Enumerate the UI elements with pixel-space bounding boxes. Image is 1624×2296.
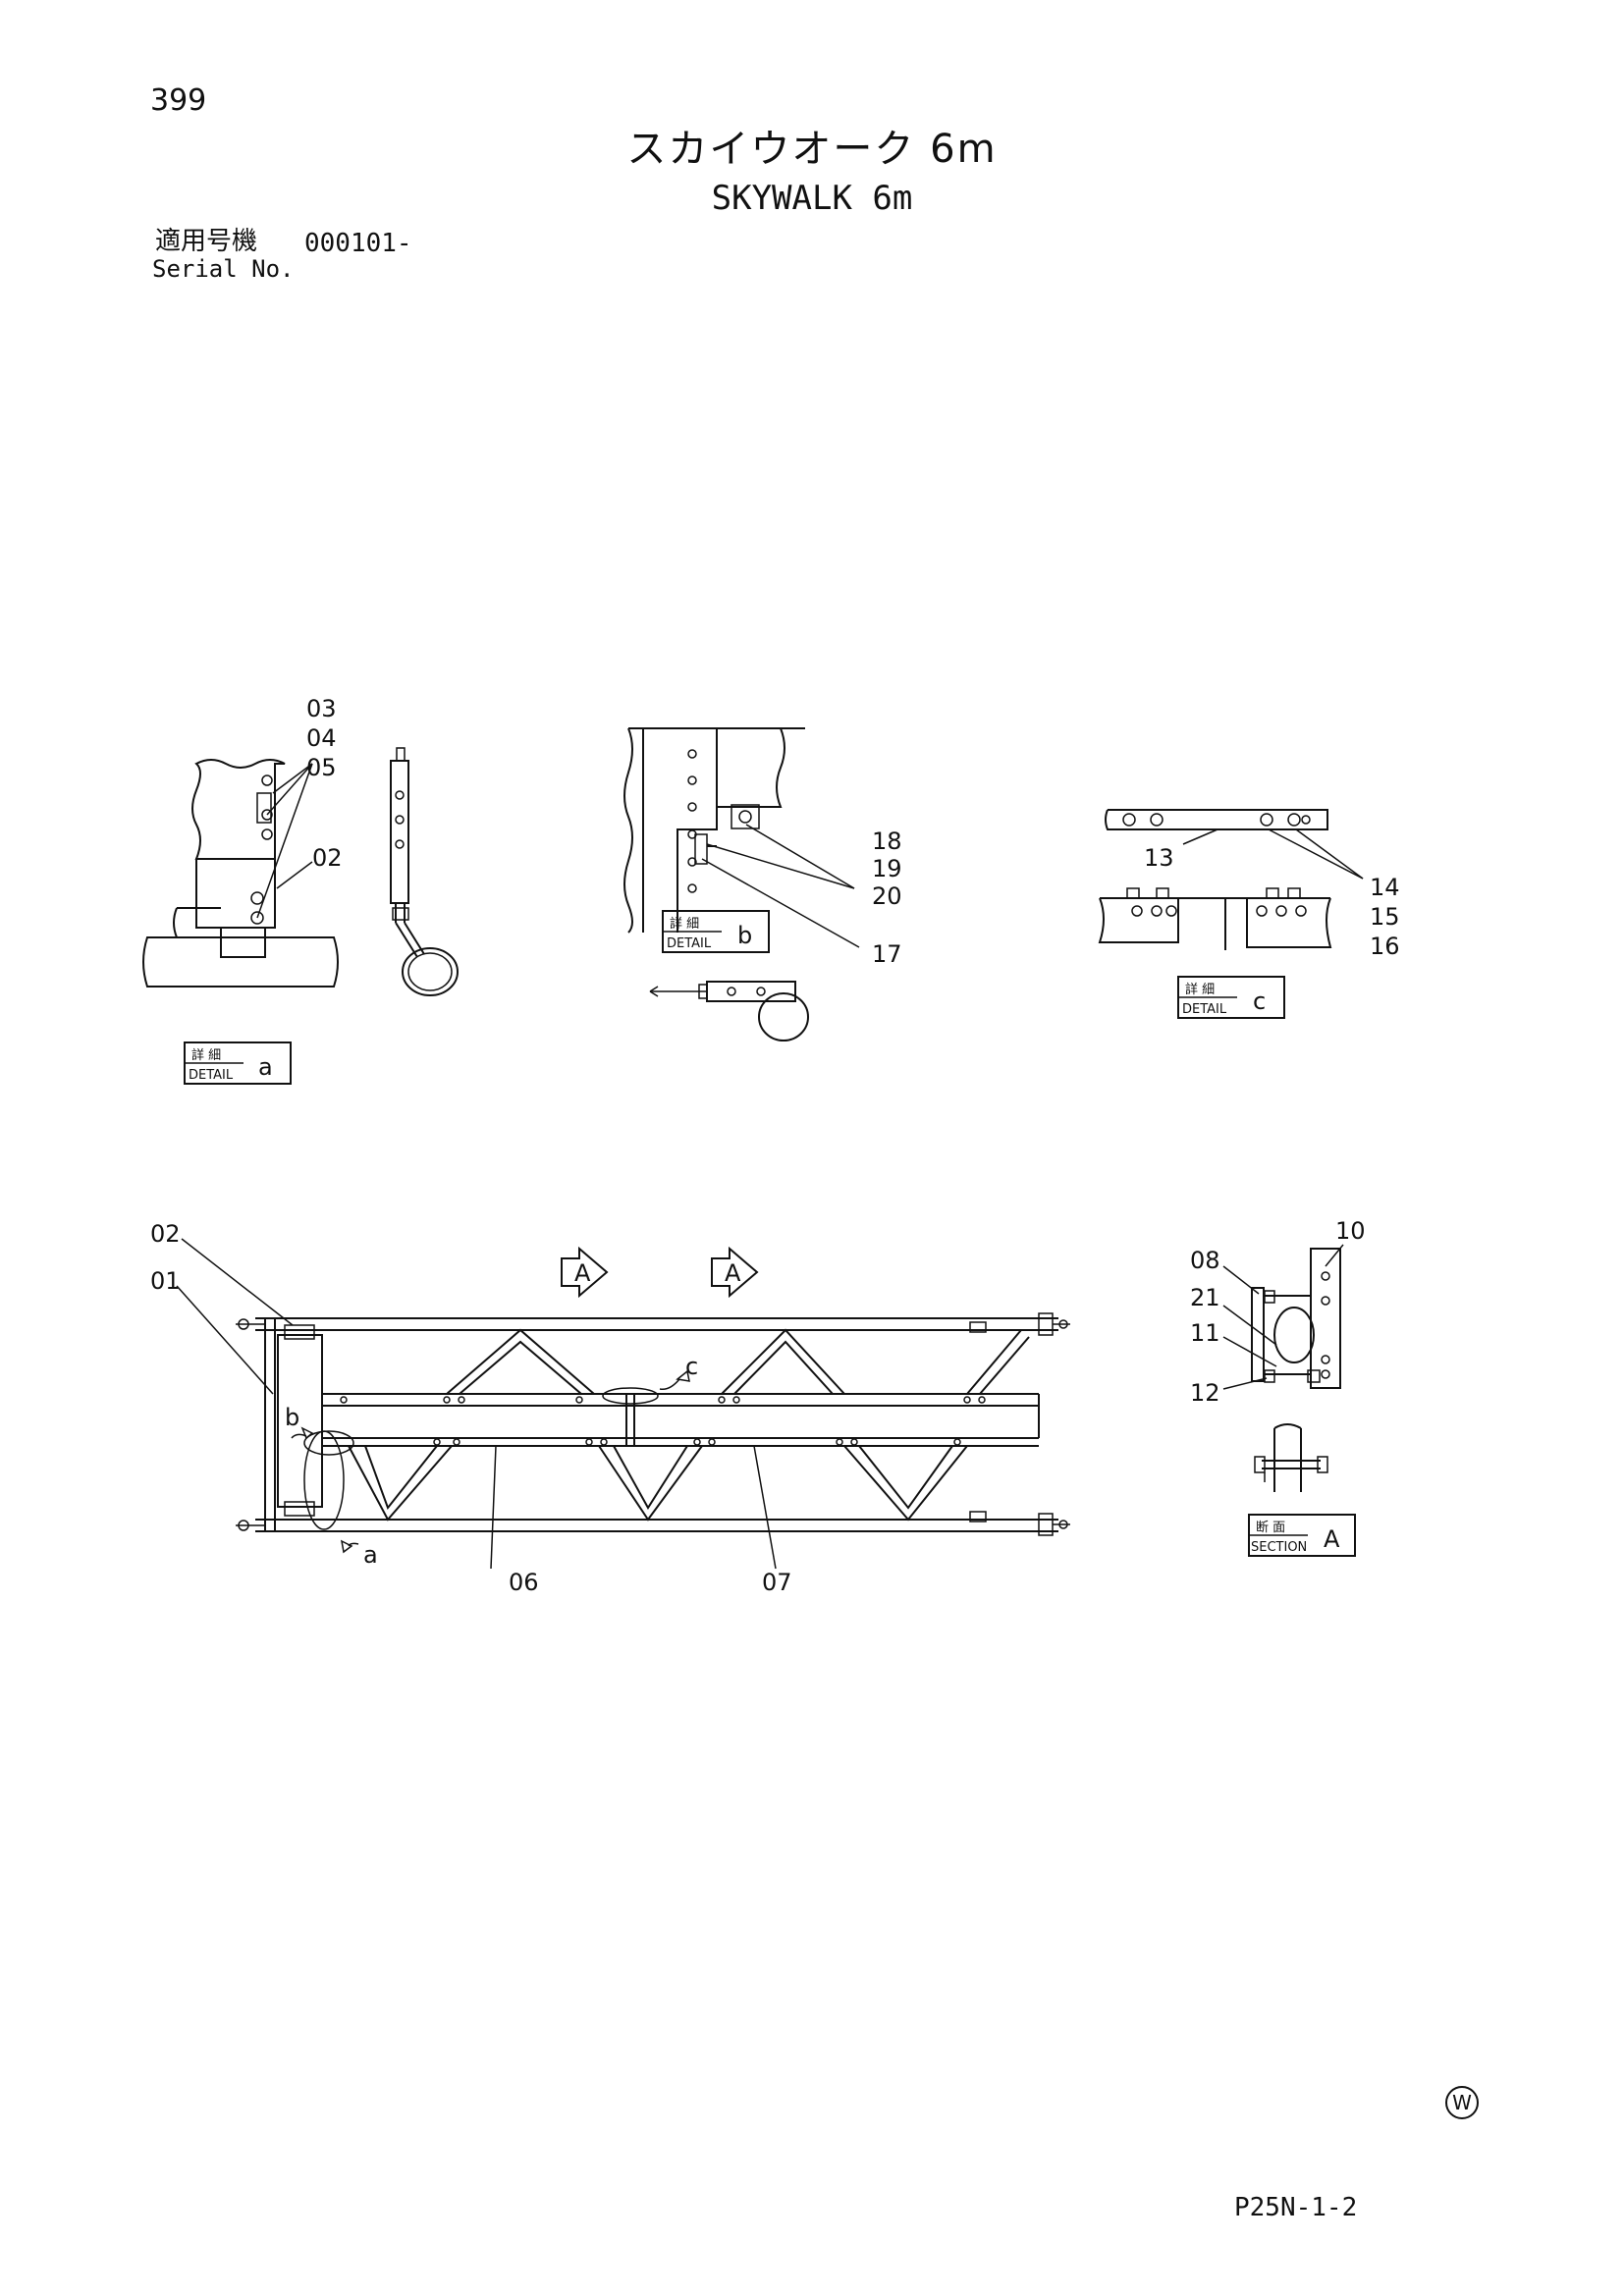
serial-label-japanese: 適用号機 [155,227,258,256]
detail-a-label-02: 02 [312,844,343,872]
section-marker-2: A [725,1259,741,1287]
section-a-label-11: 11 [1190,1319,1220,1347]
detail-b-box-top: 詳 細 [670,916,699,932]
section-a-box: 断 面 SECTION A [1248,1514,1356,1557]
detail-a-box-bottom: DETAIL [189,1068,234,1083]
detail-a-box: 詳 細 DETAIL a [184,1041,292,1085]
detail-c-box-letter: c [1253,988,1266,1015]
detail-b-box-bottom: DETAIL [667,936,712,951]
section-a-label-10: 10 [1335,1217,1366,1245]
main-label-07: 07 [762,1569,792,1596]
section-a-box-letter: A [1324,1525,1340,1553]
detail-a-label-03: 03 [306,695,337,722]
detail-c-label-16: 16 [1370,933,1400,960]
callout-b: b [285,1404,299,1431]
section-a-label-08: 08 [1190,1247,1220,1274]
section-a-box-top: 断 面 [1256,1521,1285,1535]
detail-b-box: 詳 細 DETAIL b [662,910,770,953]
detail-c-label-15: 15 [1370,903,1400,931]
serial-label-english: Serial No. [152,255,295,283]
callout-c: c [685,1353,698,1380]
main-label-02: 02 [150,1220,181,1248]
detail-a-label-05: 05 [306,754,337,781]
drawing-code: P25N-1-2 [1234,2193,1358,2222]
detail-b-label-18: 18 [872,828,902,855]
page-title-english: SKYWALK 6m [711,179,913,218]
detail-c-drawing [1098,809,1364,950]
detail-b-box-letter: b [737,922,752,949]
main-label-06: 06 [509,1569,539,1596]
detail-a-box-letter: a [258,1053,273,1081]
watermark-symbol: W [1445,2086,1479,2119]
section-a-drawing [1222,1244,1344,1492]
main-label-01: 01 [150,1267,181,1295]
detail-c-box-bottom: DETAIL [1182,1002,1227,1017]
detail-c-box: 詳 細 DETAIL c [1177,976,1285,1019]
section-a-label-21: 21 [1190,1284,1220,1311]
detail-c-label-14: 14 [1370,874,1400,901]
section-marker-1: A [574,1259,591,1287]
detail-a-box-top: 詳 細 [191,1047,221,1063]
detail-b-label-17: 17 [872,940,902,968]
callout-a: a [363,1541,378,1569]
page-number: 399 [150,83,207,118]
serial-number: 000101- [304,229,412,258]
page-title-japanese: スカイウオーク 6m [626,127,998,172]
detail-c-label-13: 13 [1144,844,1174,872]
section-a-box-bottom: SECTION [1251,1540,1307,1555]
detail-b-label-20: 20 [872,882,902,910]
detail-a-label-04: 04 [306,724,337,752]
detail-a-drawing [142,747,459,996]
detail-b-drawing [623,727,860,1041]
detail-b-label-19: 19 [872,855,902,882]
section-a-label-12: 12 [1190,1379,1220,1407]
detail-c-box-top: 詳 細 [1185,982,1215,997]
main-skywalk-drawing [176,1238,1070,1570]
